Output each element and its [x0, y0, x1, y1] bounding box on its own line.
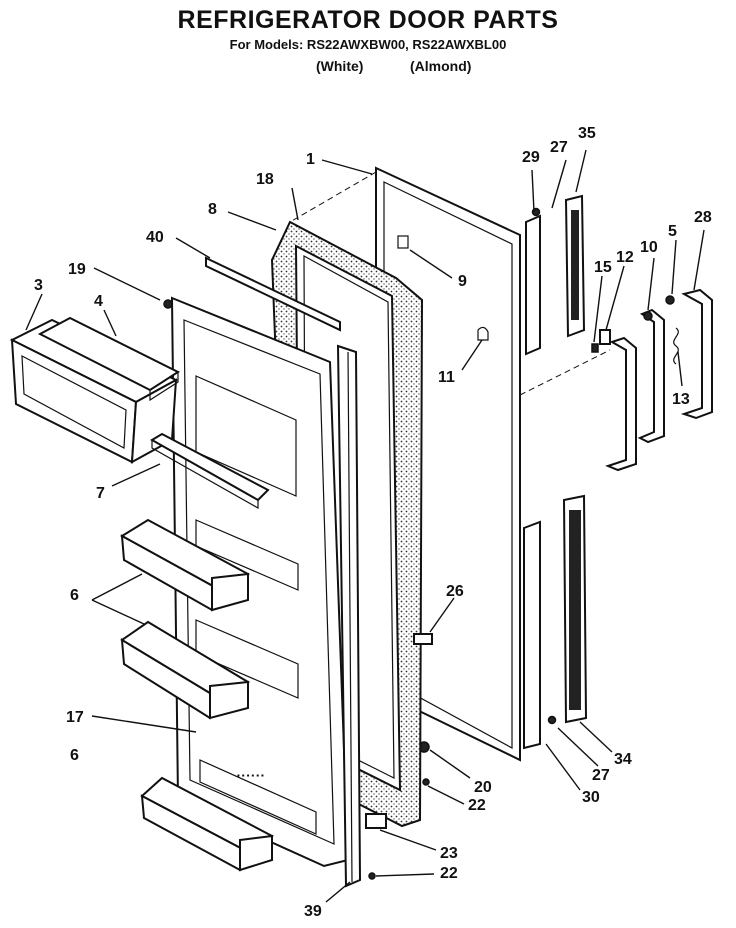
inner-door-liner: ▪▪▪▪▪▪	[170, 296, 350, 868]
dairy-compartment-lid	[37, 316, 181, 402]
screw-10	[643, 311, 653, 321]
callout-28: 28	[694, 209, 712, 226]
callout-9: 9	[458, 273, 467, 290]
callout-23: 23	[440, 845, 458, 862]
top-cover-strip	[205, 256, 341, 332]
callout-19: 19	[68, 261, 86, 278]
callout-40: 40	[146, 229, 164, 246]
callout-26: 26	[446, 583, 464, 600]
bracket-26	[413, 633, 433, 645]
door-shelf-lower	[140, 776, 274, 872]
callout-3: 3	[34, 277, 43, 294]
callout-13: 13	[672, 391, 690, 408]
handle-assembly	[605, 288, 713, 472]
callout-17: 17	[66, 709, 84, 726]
handle-trim-upper	[525, 194, 586, 356]
callout-5: 5	[668, 223, 677, 240]
screw-5	[665, 295, 675, 305]
callout-27-lower: 27	[592, 767, 610, 784]
leader-lines	[25, 149, 705, 903]
screw-22-lower	[368, 872, 376, 880]
door-shelf-middle	[120, 620, 251, 720]
shelf-retainer-bar	[150, 432, 270, 510]
callout-29: 29	[522, 149, 540, 166]
callout-8: 8	[208, 201, 217, 218]
spacer-15	[591, 343, 599, 353]
page-title: REFRIGERATOR DOOR PARTS	[177, 6, 559, 34]
callout-15: 15	[594, 259, 612, 276]
svg-text:▪▪▪▪▪▪: ▪▪▪▪▪▪	[236, 772, 265, 781]
callout-22-lower: 22	[440, 865, 458, 882]
callout-35: 35	[578, 125, 596, 142]
callout-11: 11	[438, 369, 455, 386]
callout-30: 30	[582, 789, 600, 806]
screw-22-upper	[422, 778, 430, 786]
door-trim-strip	[336, 344, 362, 888]
callout-20: 20	[474, 779, 492, 796]
callout-27-upper: 27	[550, 139, 568, 156]
variant-white-label: (White)	[316, 58, 364, 74]
variant-almond-label: (Almond)	[410, 58, 472, 74]
door-shelf-upper	[120, 518, 251, 612]
hinge-23	[365, 813, 387, 829]
callout-34: 34	[614, 751, 632, 768]
callout-22-upper: 22	[468, 797, 486, 814]
alignment-line-top	[289, 171, 377, 223]
screw-27-lower	[547, 715, 557, 725]
clip-12	[599, 329, 611, 345]
callout-12: 12	[616, 249, 634, 266]
callout-7: 7	[96, 485, 105, 502]
callout-39: 39	[304, 903, 322, 920]
handle-trim-lower	[523, 494, 588, 750]
callout-6-lower: 6	[70, 747, 79, 764]
models-label: For Models: RS22AWXBW00, RS22AWXBL00	[229, 37, 507, 52]
callout-10: 10	[640, 239, 658, 256]
callout-4: 4	[94, 293, 103, 310]
callout-6-upper: 6	[70, 587, 79, 604]
screw-19	[163, 299, 173, 309]
callout-1: 1	[306, 151, 315, 168]
callout-18: 18	[256, 171, 274, 188]
alignment-line-handle	[519, 349, 611, 396]
